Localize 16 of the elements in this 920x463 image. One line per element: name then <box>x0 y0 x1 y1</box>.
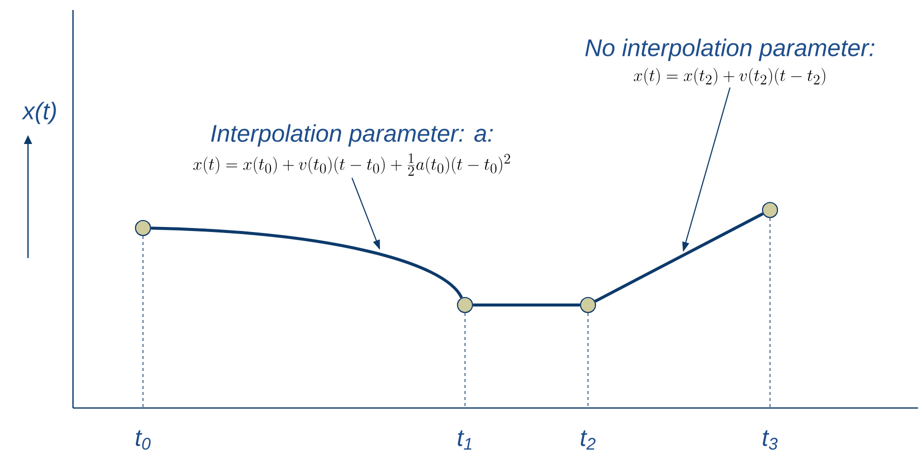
heading: No interpolation parameter: <box>585 38 874 62</box>
curve-line <box>594 212 764 303</box>
axis-label: t$_{1}$ <box>458 430 472 450</box>
curve-line <box>151 226 463 299</box>
data-point <box>456 296 474 314</box>
heading: Interpolation parameter: a: <box>211 124 493 147</box>
data-point <box>762 202 778 218</box>
axis-label: t$_{3}$ <box>762 430 778 450</box>
formula: $x(t)=x(t_0)+v(t_0)(t-t_0)+\frac{1}{2}a(t_0)(t-t_0)^2$ <box>193 153 510 176</box>
formula: $x(t)=x(t_2)+v(t_2)(t-t_2)$ <box>634 68 826 86</box>
curve-line <box>473 304 580 306</box>
data-point <box>134 220 152 236</box>
axis-label: t$_{0}$ <box>136 430 151 450</box>
data-point <box>580 296 596 314</box>
axis-label: x(t) <box>22 102 56 124</box>
axis-label: t$_{2}$ <box>580 430 596 450</box>
